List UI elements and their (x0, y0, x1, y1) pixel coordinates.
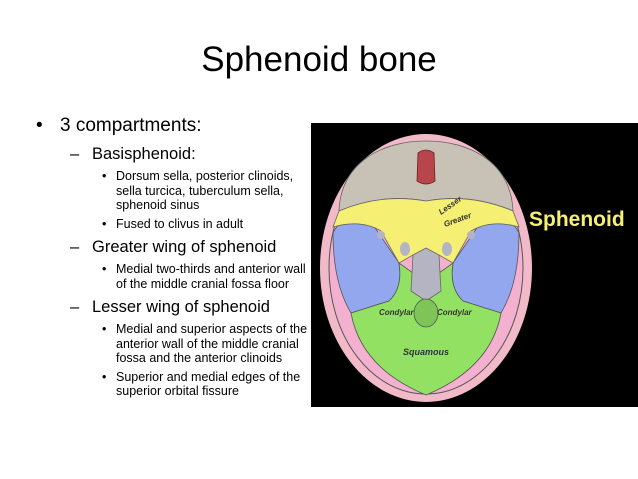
section-lesser-wing: Lesser wing of sphenoid (70, 297, 316, 318)
section-greater-wing: Greater wing of sphenoid (70, 237, 316, 258)
greater-wing-item: Medial two-thirds and anterior wall of t… (102, 262, 316, 291)
sphenoid-region (332, 198, 520, 274)
label-squamous: Squamous (403, 347, 449, 357)
label-sphenoid: Sphenoid (529, 208, 625, 231)
foramen-ovale-left (400, 242, 410, 256)
label-condylar-right: Condylar (437, 308, 473, 317)
section-basisphenoid: Basisphenoid: (70, 144, 316, 165)
basisphenoid-item: Fused to clivus in adult (102, 217, 306, 232)
clivus (410, 247, 442, 302)
bullet-list: 3 compartments: Basisphenoid: Dorsum sel… (36, 114, 316, 399)
skull-base-figure: Lesser Greater Condylar Condylar Squamou… (311, 123, 638, 407)
lesser-wing-item: Medial and superior aspects of the anter… (102, 322, 316, 366)
foramen-magnum (413, 298, 439, 328)
foramen-left (377, 231, 385, 239)
foramen-right (467, 231, 475, 239)
crista-galli (416, 149, 436, 185)
bullet-compartments: 3 compartments: (36, 114, 316, 138)
skull-base-diagram: Lesser Greater Condylar Condylar Squamou… (320, 134, 625, 402)
occipital-region (350, 262, 502, 396)
label-condylar-left: Condylar (379, 308, 415, 317)
slide-title: Sphenoid bone (201, 40, 437, 79)
basisphenoid-item: Dorsum sella, posterior clinoids, sella … (102, 169, 306, 213)
foramen-ovale-right (442, 242, 452, 256)
lesser-wing-item: Superior and medial edges of the superio… (102, 370, 306, 399)
